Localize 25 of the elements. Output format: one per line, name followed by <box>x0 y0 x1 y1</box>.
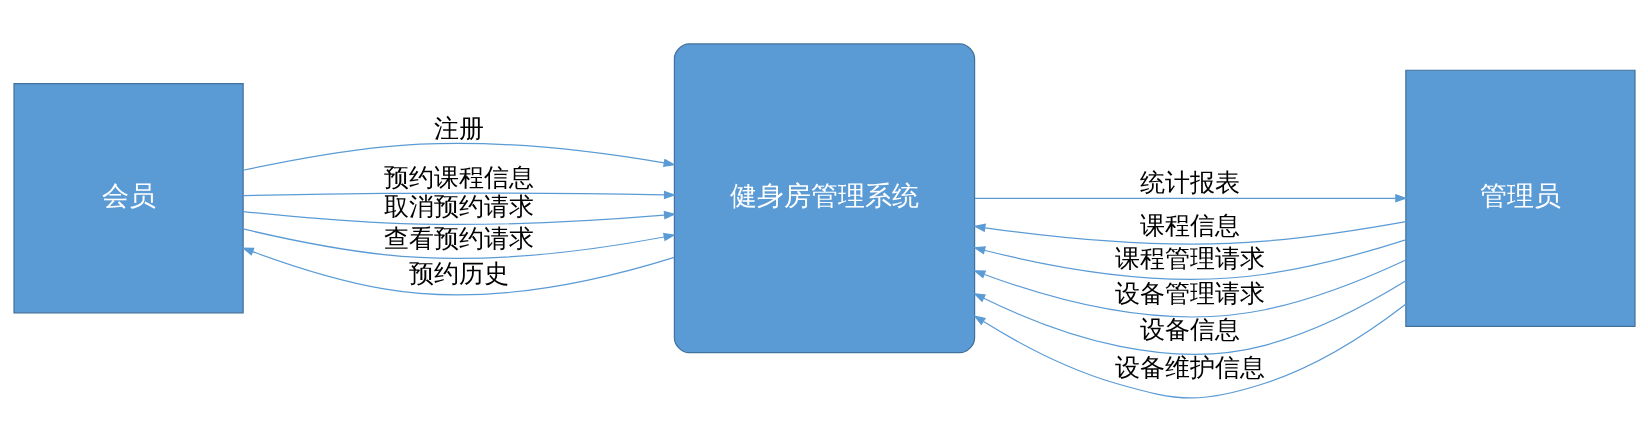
node-box: 管理员 <box>1404 69 1636 327</box>
edge-label: 设备维护信息 <box>1114 352 1265 382</box>
arrow <box>972 239 1406 280</box>
node-box: 会员 <box>12 83 244 314</box>
edge-label: 预约历史 <box>408 258 509 288</box>
edge-label: 取消预约请求 <box>383 192 534 222</box>
arrow <box>242 142 676 171</box>
arrow <box>972 303 1406 399</box>
arrow <box>242 190 676 200</box>
edge-label: 注册 <box>433 114 484 144</box>
arrow <box>972 280 1406 355</box>
edge-label: 查看预约请求 <box>383 224 534 254</box>
edge-label: 统计报表 <box>1139 167 1240 197</box>
node-box: 健身房管理系统 <box>673 43 975 354</box>
edge-label: 课程信息 <box>1139 210 1240 240</box>
edge-label: 课程管理请求 <box>1114 243 1265 273</box>
arrow <box>242 228 676 259</box>
arrow <box>973 194 1407 203</box>
edge-label: 设备信息 <box>1139 314 1240 344</box>
edge-label: 预约课程信息 <box>383 163 534 193</box>
arrow <box>972 220 1406 245</box>
arrow <box>242 210 676 226</box>
arrow <box>241 247 675 296</box>
arrow <box>972 259 1406 318</box>
edge-label: 设备管理请求 <box>1114 279 1265 309</box>
